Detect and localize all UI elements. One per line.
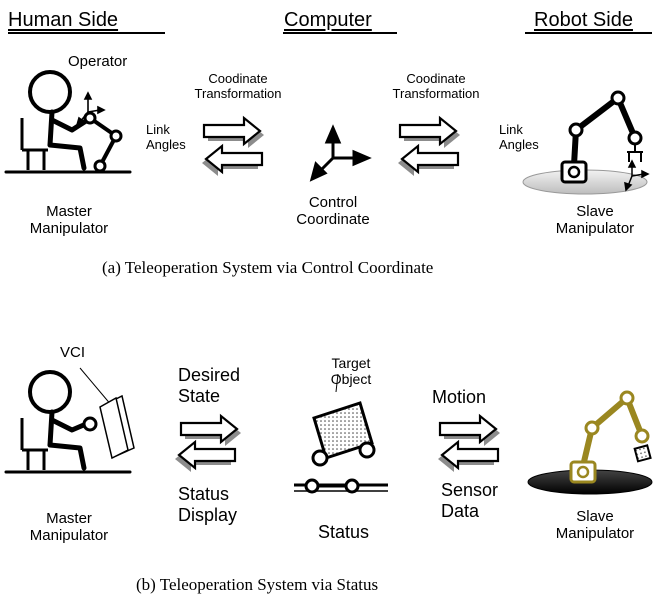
slave-robot-b xyxy=(527,390,653,495)
operator-figure-a xyxy=(4,70,132,174)
arrow-pair-b-left xyxy=(175,414,241,472)
vci-panel-icon xyxy=(79,367,135,460)
control-coordinate-axes-icon xyxy=(309,124,372,182)
chair-a xyxy=(20,118,48,170)
slave-robot-a xyxy=(522,90,650,195)
operator-axes-icon xyxy=(75,91,106,127)
arrow-pair-a-right xyxy=(398,116,460,176)
chair-b xyxy=(20,418,48,470)
header-human-side: Human Side xyxy=(8,9,119,31)
operator-label: Operator xyxy=(68,53,128,70)
arrow-pair-b-right xyxy=(438,414,500,472)
header-computer: Computer xyxy=(284,9,372,31)
vci-label: VCI xyxy=(60,344,86,361)
header-robot-side: Robot Side xyxy=(534,9,633,31)
arrow-pair-a-left xyxy=(202,116,264,176)
caption-a: (a) Teleoperation System via Control Coo… xyxy=(102,258,434,277)
status-label: Status xyxy=(318,522,370,542)
motion-label: Motion xyxy=(432,387,487,407)
operator-figure-b xyxy=(4,370,132,474)
caption-b: (b) Teleoperation System via Status xyxy=(136,575,379,594)
target-object-icon xyxy=(311,373,376,467)
master-manipulator-a xyxy=(83,111,123,173)
status-track-icon xyxy=(294,478,388,494)
